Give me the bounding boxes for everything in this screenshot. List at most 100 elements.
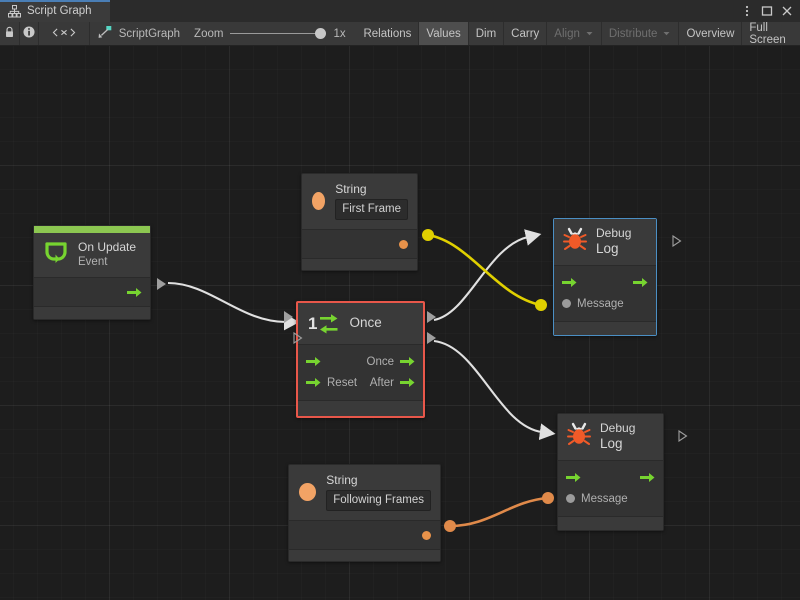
node-footer [554, 321, 656, 335]
wire-endpoint-string-following-out [444, 520, 456, 532]
flow-arrow-icon [566, 473, 581, 482]
code-view-button[interactable] [39, 22, 90, 45]
close-icon[interactable] [778, 2, 796, 20]
zoom-slider-track [230, 32, 327, 35]
zoom-value-label: 1x [333, 27, 346, 40]
node-subtitle: Log [600, 436, 623, 451]
node-title: Debug [600, 421, 636, 435]
toolbar-button-align[interactable]: Align [547, 22, 602, 45]
port-in-flow[interactable] [562, 277, 577, 288]
toolbar-button-dim[interactable]: Dim [469, 22, 505, 45]
string-value-field[interactable]: First Frame [335, 199, 408, 220]
wire-onupdate-to-once [167, 281, 300, 331]
flow-arrow-icon [400, 357, 415, 366]
node-footer [298, 400, 423, 416]
port-out-flow[interactable] [127, 287, 142, 298]
wire-string-following-to-message [449, 496, 549, 528]
breadcrumb[interactable]: ScriptGraph [90, 22, 190, 45]
node-ports [302, 229, 417, 258]
node-string-following-frames[interactable]: String Following Frames [288, 464, 441, 562]
node-ports [289, 520, 440, 549]
port-connector-after-out[interactable] [427, 332, 436, 344]
zoom-slider-handle[interactable] [315, 28, 327, 39]
port-in-flow[interactable] [566, 472, 581, 483]
flow-arrow-icon [633, 278, 648, 287]
node-footer [558, 516, 663, 530]
graph-canvas[interactable]: On Update Event [0, 46, 800, 600]
node-title: String [335, 182, 367, 196]
port-connector-once-out[interactable] [427, 311, 436, 323]
maximize-icon[interactable] [758, 2, 776, 20]
port-connector-once-reset-in[interactable] [284, 332, 303, 344]
tab-label: Script Graph [27, 5, 92, 17]
port-label-after: After [369, 376, 394, 389]
node-header: Debug Log [558, 414, 663, 460]
breadcrumb-label: ScriptGraph [118, 27, 181, 40]
node-debug-log-bottom[interactable]: Debug Log [557, 413, 664, 531]
port-out-value[interactable] [399, 240, 408, 249]
node-on-update[interactable]: On Update Event [33, 225, 166, 320]
port-in-message[interactable]: Message [562, 298, 624, 310]
lock-icon [4, 26, 15, 41]
kebab-menu-icon[interactable] [738, 2, 756, 20]
node-ports: Message [558, 460, 663, 516]
port-out-flow[interactable] [633, 277, 648, 288]
port-label-message: Message [577, 297, 624, 310]
toolbar-button-full-screen[interactable]: Full Screen [749, 21, 786, 46]
port-row-flow [566, 467, 655, 488]
once-badge: 1 [308, 313, 318, 333]
port-in-flow[interactable] [306, 356, 321, 367]
toolbar-button-relations[interactable]: Relations [356, 22, 420, 45]
window-tab-bar: Script Graph [0, 0, 800, 22]
toolbar-button-distribute-label: Distribute [608, 27, 658, 40]
toolbar-button-overview[interactable]: Overview [679, 22, 743, 45]
port-out-once[interactable]: Once [367, 356, 416, 368]
flow-arrow-icon [640, 473, 655, 482]
node-footer [34, 306, 150, 319]
node-title: Debug [596, 226, 632, 240]
value-port-dot [566, 494, 575, 503]
graph-toolbar: ScriptGraph Zoom 1x Relations Values Dim… [0, 22, 800, 46]
string-value-icon [312, 192, 326, 210]
bug-icon [566, 421, 592, 452]
toolbar-button-align-label: Align [554, 27, 580, 40]
node-footer [302, 258, 417, 270]
zoom-slider[interactable] [230, 27, 327, 41]
port-label-message: Message [581, 492, 628, 505]
string-value-field[interactable]: Following Frames [326, 490, 431, 511]
script-graph-icon [98, 25, 112, 42]
port-in-reset[interactable]: Reset [306, 377, 357, 389]
toolbar-button-carry[interactable]: Carry [504, 22, 548, 45]
port-out-flow-connector[interactable] [157, 278, 166, 290]
node-header: Debug Log [554, 219, 656, 265]
info-button[interactable] [20, 22, 40, 45]
port-in-message[interactable]: Message [566, 493, 628, 505]
port-label-once: Once [366, 355, 395, 368]
node-once[interactable]: 1 Once [296, 301, 425, 418]
toolbar-button-distribute[interactable]: Distribute [602, 22, 680, 45]
node-string-first-frame[interactable]: String First Frame [301, 173, 418, 271]
port-row-message: Message [566, 488, 655, 509]
node-accent-bar [34, 226, 150, 233]
angle-brackets-x-icon [51, 27, 77, 41]
flow-arrow-icon [127, 287, 142, 297]
node-debug-log-top[interactable]: Debug Log [553, 218, 657, 336]
port-connector-debuglog-bottom-flow-out[interactable] [669, 430, 688, 442]
port-connector-once-flow-in[interactable] [284, 311, 293, 323]
tab-script-graph[interactable]: Script Graph [0, 0, 110, 22]
port-out-after[interactable]: After [370, 377, 415, 389]
wire-endpoint-string-first-out [422, 229, 434, 241]
wire-once-to-debuglog-top [433, 229, 542, 322]
flow-arrow-icon [306, 357, 321, 366]
zoom-control[interactable]: Zoom 1x [190, 22, 356, 45]
port-out-flow[interactable] [640, 472, 655, 483]
graph-hierarchy-icon [8, 4, 21, 18]
toolbar-button-values[interactable]: Values [419, 22, 469, 45]
node-subtitle: Event [78, 256, 108, 268]
port-out-value[interactable] [422, 531, 431, 540]
flow-arrow-icon [306, 378, 321, 387]
port-connector-debuglog-top-flow-out[interactable] [663, 235, 682, 247]
lock-button[interactable] [0, 22, 20, 45]
port-row-reset-after: Reset After [306, 372, 415, 393]
node-ports: Message [554, 265, 656, 321]
